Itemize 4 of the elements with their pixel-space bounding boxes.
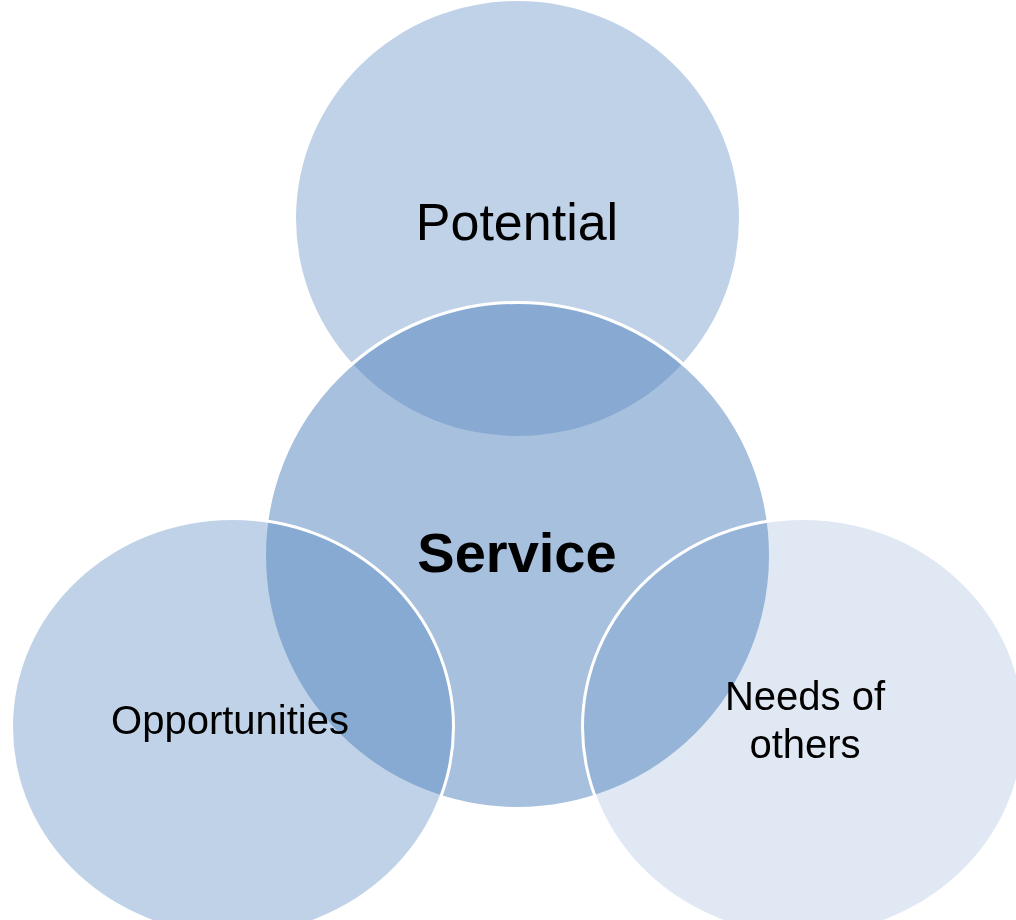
circle-label: Service xyxy=(416,520,618,587)
circle-label: Potential xyxy=(414,191,620,253)
circle-label: Needs of others xyxy=(723,673,887,768)
circle-label: Opportunities xyxy=(110,697,350,744)
